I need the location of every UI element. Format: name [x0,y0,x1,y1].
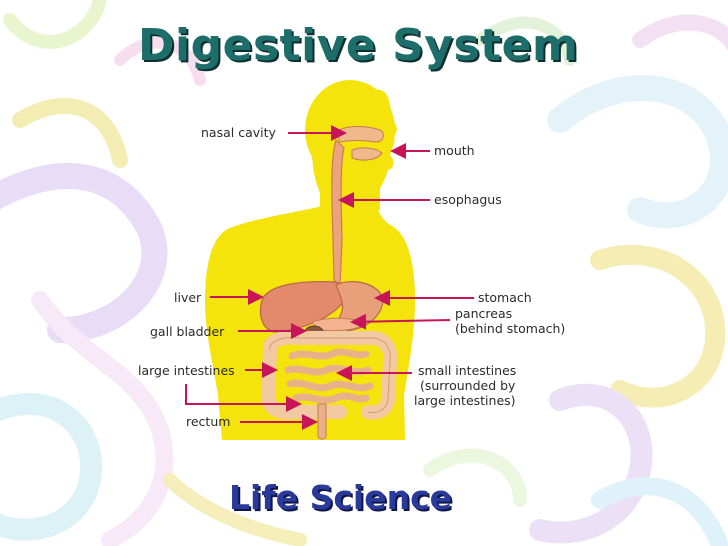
small-intestines-shape [284,348,374,404]
label-esophagus: esophagus [434,192,502,207]
page-title: Digestive System [138,20,579,71]
label-nasal-cavity: nasal cavity [201,125,277,140]
arrow-pancreas [350,313,451,330]
label-stomach: stomach [478,290,532,305]
mouth-shape [351,147,383,161]
label-large-intestines-paren: large intestines) [414,393,516,408]
label-small-intestines: small intestines [418,363,516,378]
label-pancreas: pancreas [455,306,512,321]
label-gall-bladder: gall bladder [150,324,225,339]
label-large-intestines: large intestines [138,363,235,378]
label-surrounded-by: (surrounded by [420,378,516,393]
subtitle: Life Science [229,478,453,517]
label-liver: liver [174,290,202,305]
arrow-large-intestines-lower [185,384,302,412]
label-behind-stomach: (behind stomach) [455,321,565,336]
nasal-cavity-shape [335,126,384,143]
rectum-shape [317,403,327,440]
label-rectum: rectum [186,414,230,429]
label-mouth: mouth [434,143,475,158]
